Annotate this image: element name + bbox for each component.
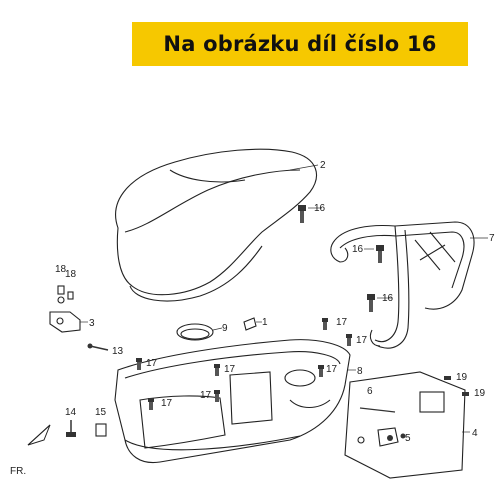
callout-16a: 16 — [314, 203, 326, 214]
storage-box-part — [114, 339, 351, 464]
callout-17e: 17 — [200, 390, 212, 401]
seat-part — [115, 148, 317, 302]
bolt-16a — [298, 205, 306, 223]
callout-18b: 18 — [65, 269, 77, 280]
callout-2: 2 — [320, 160, 326, 171]
bolt-17-set — [136, 318, 352, 410]
callout-17a: 17 — [336, 317, 348, 328]
bolt-16c — [367, 294, 375, 312]
cap-part — [176, 323, 214, 341]
callout-4: 4 — [472, 428, 478, 439]
lock-assembly-part — [344, 371, 466, 479]
latch-bracket-part — [49, 285, 81, 333]
callout-5: 5 — [405, 433, 411, 444]
screw-19a — [444, 376, 451, 380]
callout-16b: 16 — [352, 244, 364, 255]
callout-6: 6 — [367, 386, 373, 397]
callout-7: 7 — [489, 233, 495, 244]
callout-9: 9 — [222, 323, 228, 334]
callout-18a: 18 — [55, 264, 67, 275]
banner-text: Na obrázku díl číslo 16 — [163, 32, 437, 56]
callout-13: 13 — [112, 346, 124, 357]
callout-19b: 19 — [474, 388, 486, 399]
callout-14: 14 — [65, 407, 77, 418]
callout-3: 3 — [89, 318, 95, 329]
callout-8: 8 — [357, 366, 363, 377]
callout-16c: 16 — [382, 293, 394, 304]
callout-17d: 17 — [224, 364, 236, 375]
callout-17c: 17 — [146, 358, 158, 369]
rear-carrier-part — [330, 221, 475, 349]
callout-15: 15 — [95, 407, 107, 418]
callout-1: 1 — [262, 317, 268, 328]
front-direction-arrow — [27, 424, 51, 446]
part-number-banner: Na obrázku díl číslo 16 — [132, 22, 468, 66]
screw-19b — [462, 392, 469, 396]
callout-17b: 17 — [356, 335, 368, 346]
bolt-16b — [376, 245, 384, 263]
callout-19a: 19 — [456, 372, 468, 383]
callout-17f: 17 — [161, 398, 173, 409]
bolt-14 — [66, 420, 76, 437]
front-label: FR. — [10, 466, 26, 477]
clip-15 — [95, 423, 107, 437]
clip-part — [243, 317, 257, 331]
callout-17g: 17 — [326, 364, 338, 375]
bolt-13 — [87, 343, 109, 351]
